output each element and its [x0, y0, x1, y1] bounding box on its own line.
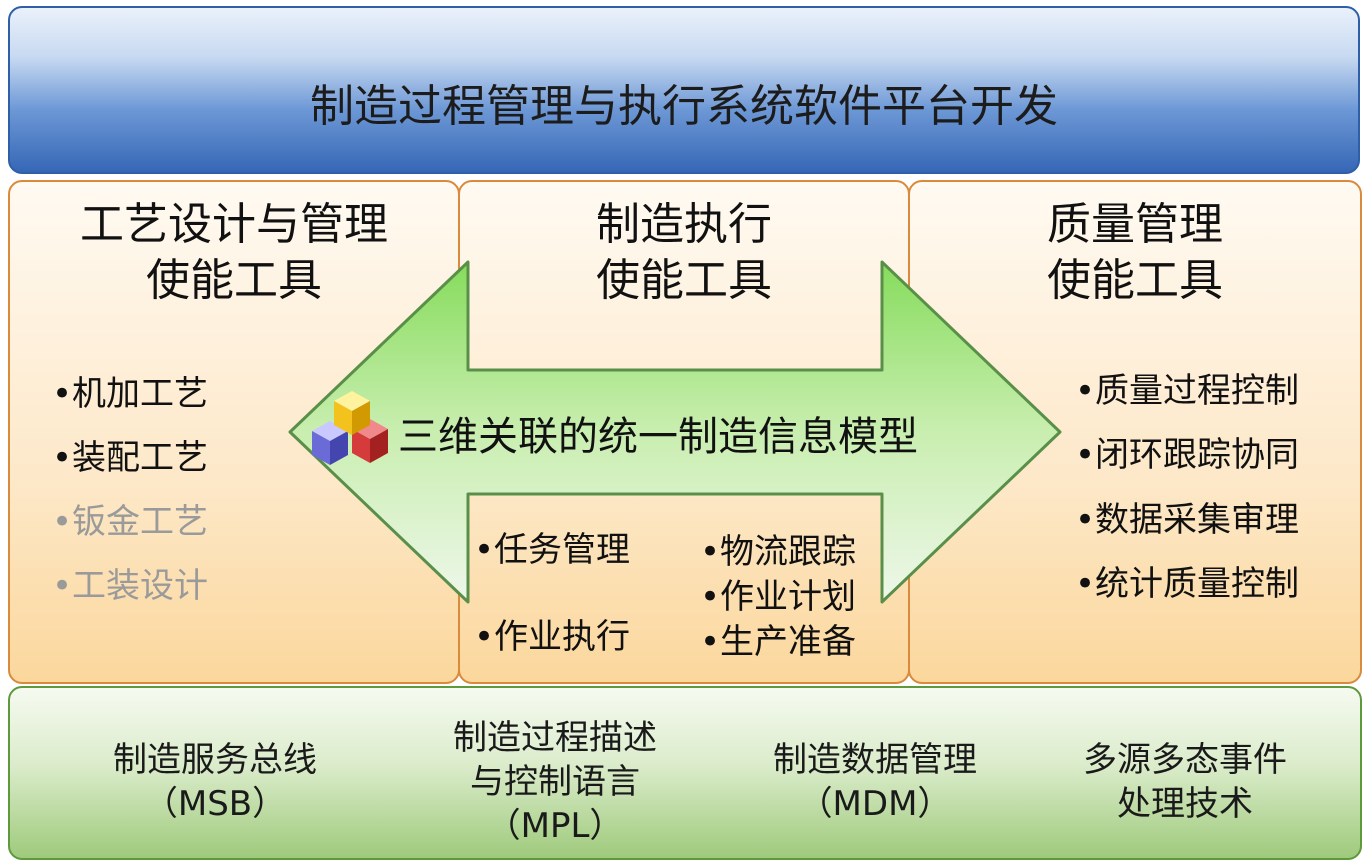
center-title: 三维关联的统一制造信息模型	[398, 414, 918, 460]
foundation-item-mpl: 制造过程描述 与控制语言 （MPL）	[410, 716, 700, 848]
page-title: 制造过程管理与执行系统软件平台开发	[310, 81, 1058, 132]
bullet-item: •机加工艺	[52, 374, 209, 414]
bullet-item: •数据采集审理	[1075, 500, 1300, 540]
bullet-item: •作业计划	[700, 577, 857, 617]
foundation-item-line: 与控制语言	[470, 762, 640, 802]
panel-title-line2: 使能工具	[146, 255, 322, 306]
panel-title-line2: 使能工具	[596, 255, 772, 306]
panel-title-line2: 使能工具	[1047, 255, 1223, 306]
foundation-item-line: 处理技术	[1117, 784, 1253, 824]
bullet-item-muted: •钣金工艺	[52, 502, 209, 542]
bullet-item: •闭环跟踪协同	[1075, 435, 1300, 475]
foundation-item-line: （MDM）	[798, 784, 952, 824]
foundation-item-msb: 制造服务总线 （MSB）	[80, 738, 350, 826]
bullet-item: •作业执行	[474, 617, 631, 657]
bullet-item: •装配工艺	[52, 438, 209, 478]
bullet-item: •质量过程控制	[1075, 371, 1300, 411]
foundation-item-line: 制造过程描述	[453, 718, 657, 758]
cubes-icon	[312, 391, 388, 465]
panel-title-line1: 工艺设计与管理	[80, 199, 388, 250]
bullet-item-muted: •工装设计	[52, 566, 209, 606]
bullet-item: •任务管理	[474, 530, 631, 570]
panel-title-line1: 质量管理	[1047, 199, 1223, 250]
foundation-item-mdm: 制造数据管理 （MDM）	[740, 738, 1010, 826]
bullet-item: •统计质量控制	[1075, 564, 1300, 604]
foundation-item-line: 多源多态事件	[1083, 740, 1287, 780]
bullet-item: •物流跟踪	[700, 532, 857, 572]
foundation-item-line: 制造服务总线	[113, 740, 317, 780]
panel-title-line1: 制造执行	[596, 199, 772, 250]
foundation-bar: 制造服务总线 （MSB） 制造过程描述 与控制语言 （MPL） 制造数据管理 （…	[8, 686, 1362, 860]
bullet-item: •生产准备	[700, 622, 857, 662]
foundation-item-line: 制造数据管理	[773, 740, 977, 780]
foundation-item-line: （MSB）	[143, 784, 287, 824]
foundation-item-events: 多源多态事件 处理技术	[1050, 738, 1320, 826]
header-bar: 制造过程管理与执行系统软件平台开发	[8, 6, 1360, 174]
foundation-item-line: （MPL）	[486, 806, 624, 846]
